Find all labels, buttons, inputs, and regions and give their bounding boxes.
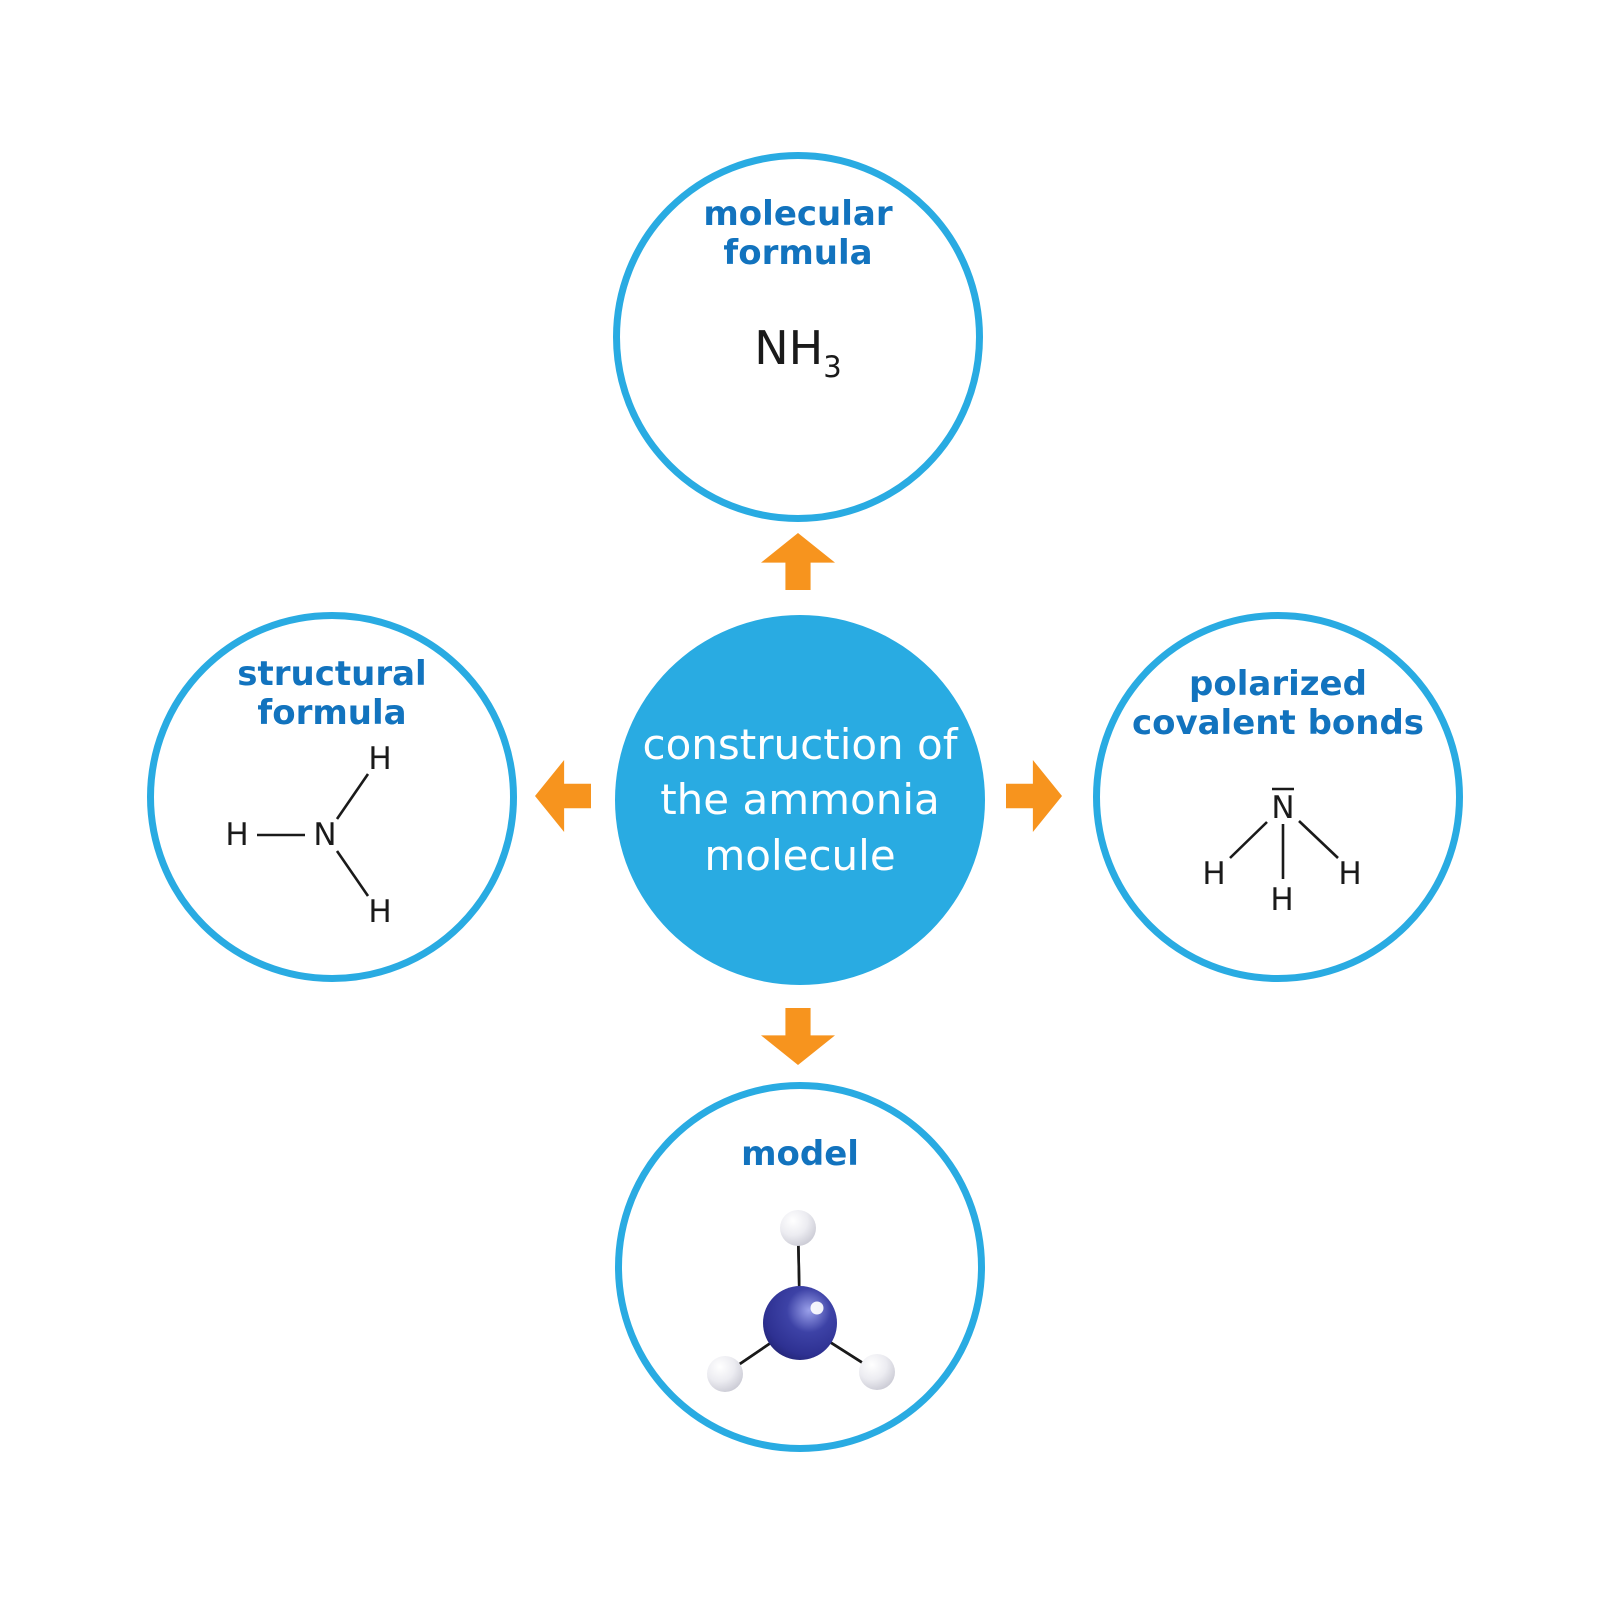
label-line: formula <box>723 233 873 274</box>
center-line: molecule <box>704 830 896 880</box>
atom-label-h: H <box>225 817 248 853</box>
label-line: covalent bonds <box>1131 703 1425 744</box>
structural-formula-drawing: N H H H <box>225 741 391 930</box>
node-polarized-covalent-bonds: polarized covalent bonds N H H H <box>1093 612 1463 982</box>
node-structural-formula: structural formula N H H H <box>147 612 517 982</box>
structural-formula-label: structural formula <box>158 654 506 734</box>
covalent-bonds-drawing: N H H H <box>1202 787 1362 918</box>
atom-label-n: N <box>313 817 336 853</box>
arrow-down-icon <box>761 1008 835 1065</box>
atom-label-h: H <box>368 894 391 930</box>
label-line: polarized <box>1189 664 1367 704</box>
formula-main: NH <box>754 321 824 375</box>
bond-line <box>1298 820 1339 859</box>
arrow-right-icon <box>1006 760 1062 832</box>
atom-label-h: H <box>1202 856 1225 892</box>
hydrogen-sphere <box>707 1356 743 1392</box>
atom-label-h: H <box>368 741 391 777</box>
nitrogen-sphere <box>763 1286 837 1360</box>
polarized-covalent-bonds-label: polarized covalent bonds <box>1104 664 1452 744</box>
node-center-topic: construction of the ammonia molecule <box>615 615 985 985</box>
center-topic-text: construction of the ammonia molecule <box>642 717 957 882</box>
nh3-formula-text: NH3 <box>620 321 976 382</box>
arrow-left-icon <box>535 760 591 832</box>
specular-highlight <box>810 1301 824 1315</box>
label-line: model <box>741 1134 859 1174</box>
model-label: model <box>626 1134 974 1174</box>
atom-label-h: H <box>1338 856 1361 892</box>
bond-line <box>335 850 370 897</box>
label-line: molecular <box>703 194 893 234</box>
center-line: the ammonia <box>660 775 940 825</box>
label-line: formula <box>257 693 407 734</box>
hydrogen-sphere <box>859 1354 895 1390</box>
center-line: construction of <box>642 720 958 770</box>
atom-label-h: H <box>1270 882 1293 918</box>
node-model: model <box>615 1082 985 1452</box>
molecular-formula-label: molecular formula <box>624 194 972 274</box>
bond-line <box>1229 821 1268 859</box>
atom-label-n: N <box>1271 790 1294 826</box>
formula-subscript: 3 <box>823 350 842 384</box>
bond-line <box>335 773 370 820</box>
node-molecular-formula: molecular formula NH3 <box>613 152 983 522</box>
label-line: structural <box>237 654 427 694</box>
ammonia-ball-stick-model <box>707 1210 895 1392</box>
arrow-up-icon <box>761 533 835 590</box>
hydrogen-sphere <box>780 1210 816 1246</box>
